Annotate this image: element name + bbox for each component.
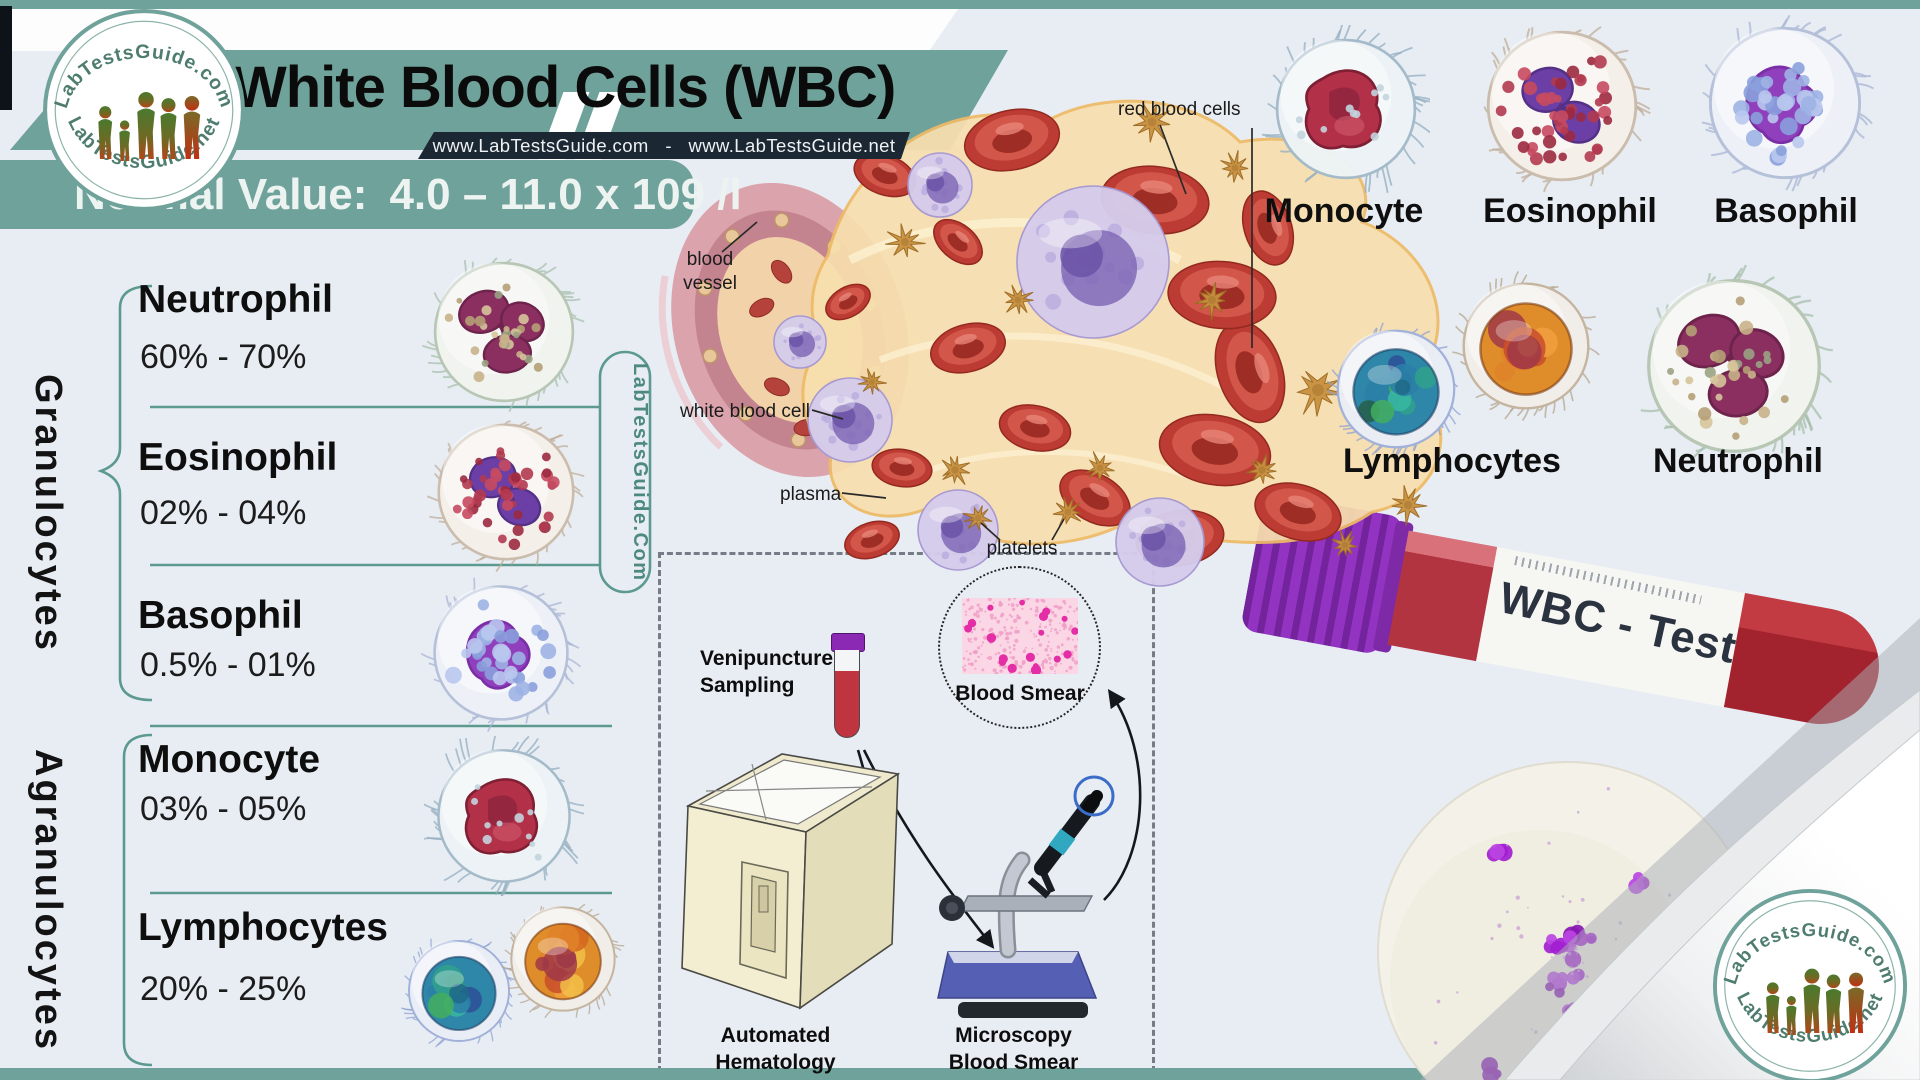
eosinophil-cell-image [424, 410, 588, 574]
cell-label-lymphocytes: Lymphocytes [1343, 442, 1561, 480]
bottom-teal-strip [0, 1068, 1568, 1080]
item-range-lymphocytes: 20% - 25% [140, 970, 307, 1008]
label-platelets: platelets [986, 538, 1058, 559]
leader-lines [721, 124, 1253, 541]
item-name-basophil: Basophil [138, 594, 303, 637]
lymphocyte-orange-cell-image [500, 896, 626, 1022]
page-title: White Blood Cells (WBC) [232, 55, 896, 120]
cell-label-basophil: Basophil [1714, 192, 1858, 230]
neutrophil-cell-image [420, 248, 588, 416]
lymphocyte-blue-cell-image [1325, 318, 1467, 460]
cell-label-eosinophil: Eosinophil [1483, 192, 1657, 230]
item-name-eosinophil: Eosinophil [138, 436, 338, 479]
sample-tube-icon [834, 650, 860, 738]
label-plasma: plasma [780, 484, 842, 505]
lymphocyte-orange-cell-image [1450, 270, 1602, 422]
normal-value: 4.0 – 11.0 x 109 /l [389, 170, 742, 219]
blood-smear-image [961, 596, 1080, 676]
label-white-blood-cell: white blood cell [680, 401, 810, 422]
lymphocyte-blue-cell-image [398, 930, 520, 1052]
red-blood-cells-group [825, 108, 1342, 567]
eosinophil-cell-image [1472, 16, 1652, 196]
microscope-icon [937, 775, 1115, 1018]
blood-smear-label: Blood Smear [955, 682, 1085, 705]
basophil-cell-image [1694, 12, 1876, 194]
item-name-lymphocytes: Lymphocytes [138, 906, 388, 949]
left-panel-frame [97, 284, 652, 1067]
blood-smear-circle [938, 566, 1101, 729]
cell-label-neutrophil: Neutrophil [1653, 442, 1823, 480]
monocyte-cell-image [416, 729, 588, 903]
item-name-monocyte: Monocyte [138, 738, 321, 781]
group-label-agranulocytes: Agranulocytes [27, 749, 69, 1052]
brand-logo-icon: LabTestsGuide.comLabTestsGuide.net [42, 8, 246, 212]
item-range-monocyte: 03% - 05% [140, 790, 307, 828]
granulocytes-brace [97, 284, 153, 702]
process-diagram-art [681, 688, 1142, 1018]
label-blood-vessel: blood vessel [683, 249, 737, 294]
item-range-eosinophil: 02% - 04% [140, 494, 307, 532]
white-blood-cells-group [773, 152, 1205, 587]
cell-label-monocyte: Monocyte [1264, 192, 1424, 230]
platelets-group [857, 102, 1428, 557]
microscopy-counts-label: Microscopy Blood Smear Counts [948, 1024, 1079, 1080]
monocyte-cell-image [1259, 20, 1439, 199]
agranulocytes-bracket [122, 733, 153, 1067]
item-range-neutrophil: 60% - 70% [140, 338, 307, 376]
group-label-granulocytes: Granulocytes [27, 373, 69, 653]
venipuncture-label: Venipuncture Sampling [700, 647, 834, 698]
blood-vessel-illustration [658, 99, 1443, 587]
brand-logo-bottom-icon: LabTestsGuide.comLabTestsGuide.net [1712, 888, 1908, 1080]
top-teal-strip [0, 0, 1920, 9]
neutrophil-cell-image [1630, 262, 1838, 470]
watermark-pill: LabTestsGuide.Com [629, 362, 651, 582]
item-name-neutrophil: Neutrophil [138, 278, 333, 321]
hematology-analyzer-icon [681, 753, 901, 1010]
item-range-basophil: 0.5% - 01% [140, 646, 316, 684]
basophil-cell-image [420, 572, 582, 734]
automated-counts-label: Automated Hematology Counts [715, 1024, 836, 1080]
left-accent-bar [0, 6, 12, 110]
site-url-bar: www.LabTestsGuide.com - www.LabTestsGuid… [418, 132, 910, 159]
label-red-blood-cells: red blood cells [1118, 99, 1241, 120]
